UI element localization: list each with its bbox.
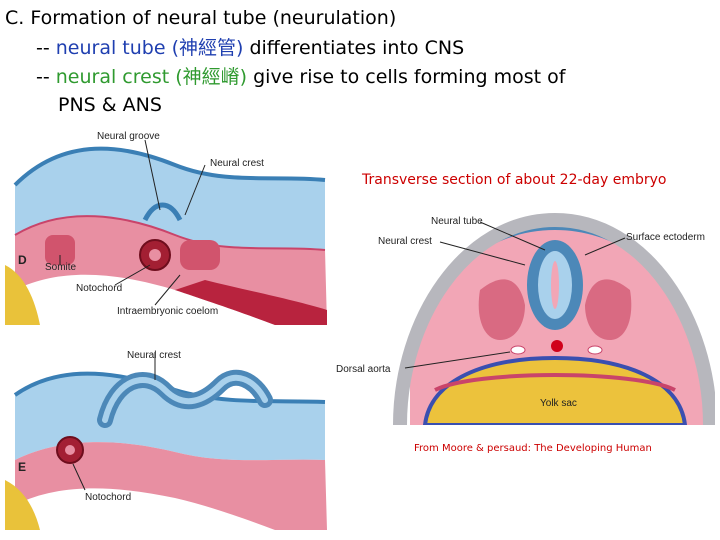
title-line-2-prefix: -- <box>36 37 56 59</box>
title-line-2: -- neural tube (神經管) differentiates into… <box>36 36 464 60</box>
transverse-section-caption: Transverse section of about 22-day embry… <box>362 172 667 188</box>
label-yolk-sac: Yolk sac <box>540 398 577 409</box>
label-somite: Somite <box>45 262 77 273</box>
title-line-1: C. Formation of neural tube (neurulation… <box>5 7 397 29</box>
label-neural-crest-right: Neural crest <box>378 236 432 247</box>
embryo-section-d <box>5 139 327 325</box>
label-surface-ectoderm: Surface ectoderm <box>626 232 705 243</box>
label-neural-groove: Neural groove <box>97 131 160 142</box>
title-line-3-prefix: -- <box>36 66 56 88</box>
title-line-3: -- neural crest (神經嵴) give rise to cells… <box>36 65 565 89</box>
transverse-section-figure <box>393 212 715 425</box>
panel-label-d: D <box>18 253 27 267</box>
label-neural-crest-bottom: Neural crest <box>127 350 181 361</box>
neural-crest-term: neural crest (神經嵴) <box>55 66 248 88</box>
label-notochord-bottom: Notochord <box>85 492 132 503</box>
panel-label-e: E <box>18 460 27 474</box>
title-line-2-rest: differentiates into CNS <box>243 37 465 59</box>
title-line-4: PNS & ANS <box>58 94 162 116</box>
label-dorsal-aorta: Dorsal aorta <box>336 364 391 375</box>
label-neural-tube: Neural tube <box>431 216 483 227</box>
label-intraembryonic-coelom: Intraembryonic coelom <box>117 306 219 317</box>
label-neural-crest-top: Neural crest <box>210 158 264 169</box>
embryo-section-e <box>5 352 327 530</box>
title-line-3-rest: give rise to cells forming most of <box>247 66 566 88</box>
label-notochord-top: Notochord <box>76 283 123 294</box>
source-credit: From Moore & persaud: The Developing Hum… <box>414 443 652 454</box>
neural-tube-term: neural tube (神經管) <box>55 37 244 59</box>
